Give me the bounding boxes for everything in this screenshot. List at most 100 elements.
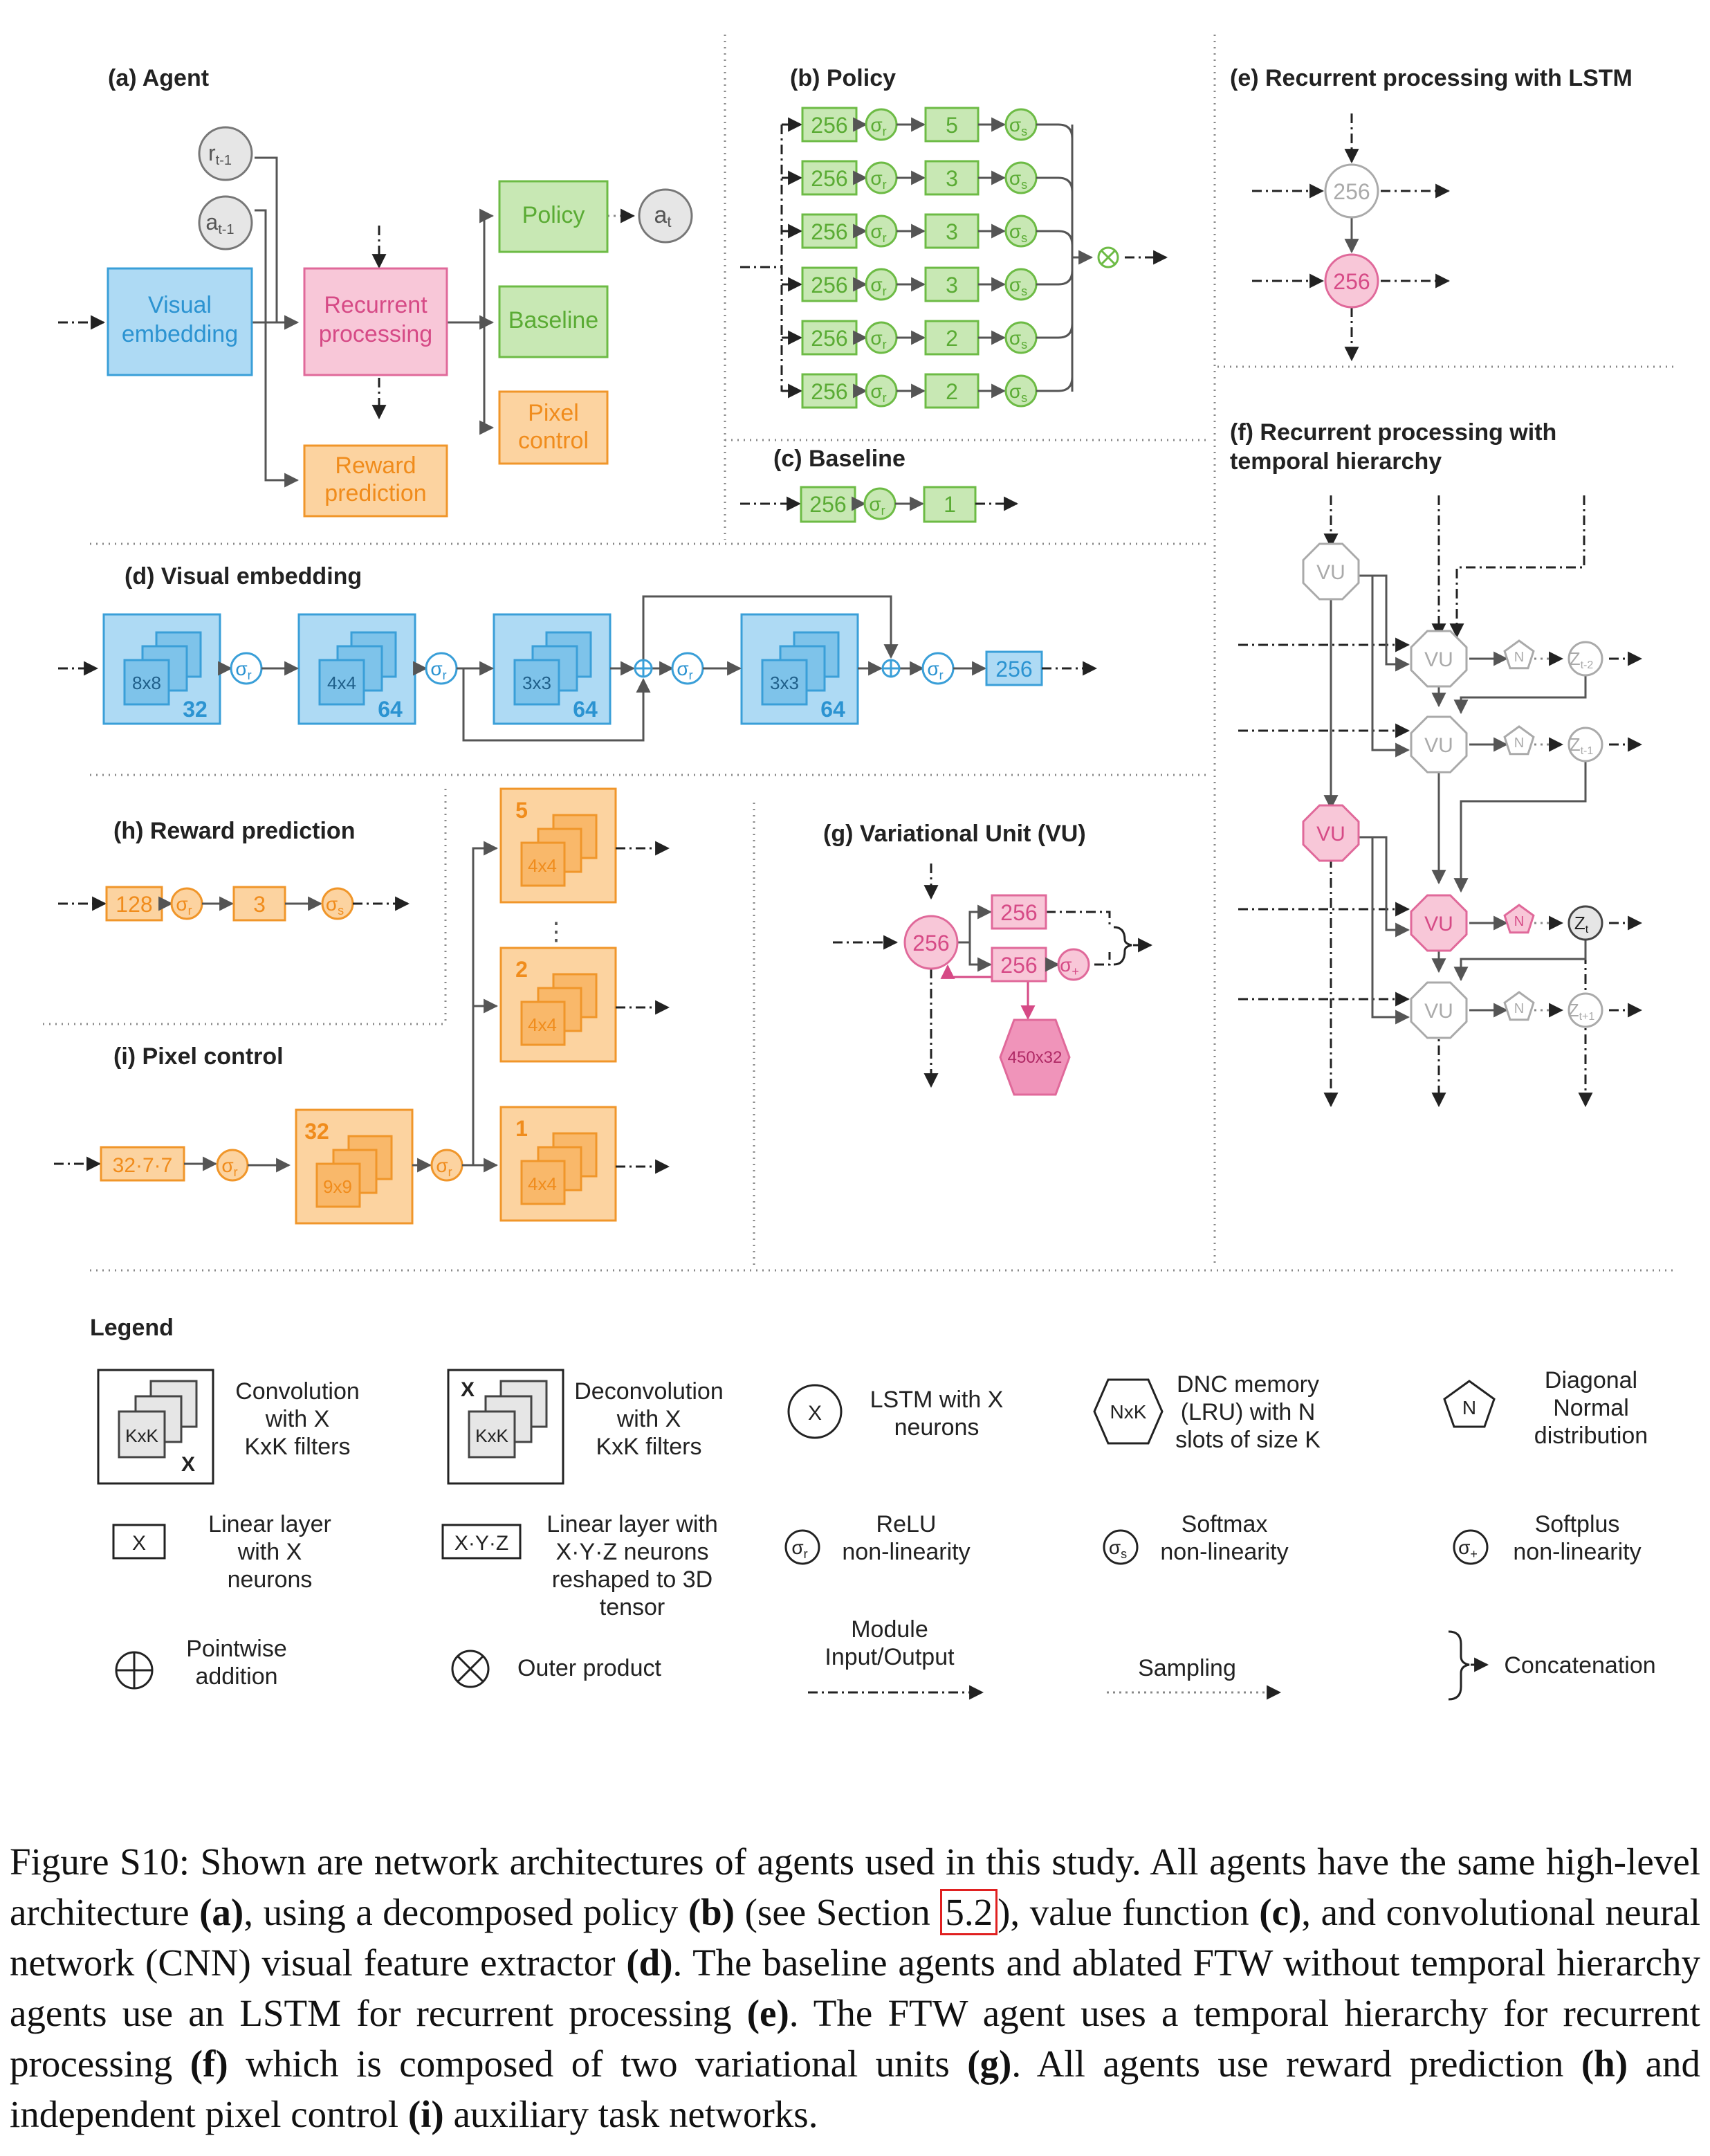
pixel-relu-2-sub: r xyxy=(448,1165,452,1179)
policy-label: Policy xyxy=(522,202,585,228)
visual-linear-256 xyxy=(985,650,1043,686)
baseline-panel: 256 σr 1 xyxy=(740,486,1019,523)
caption-ref-e: (e) xyxy=(746,1992,789,2034)
latent-z-label: Z xyxy=(1570,734,1581,755)
panel-title-policy: (b) Policy xyxy=(790,65,896,91)
policy-head-linear xyxy=(924,213,980,249)
pixel-control-block xyxy=(498,390,609,465)
policy-head-size: 3 xyxy=(946,219,958,244)
pixel-head-deconv-filters: 2 xyxy=(515,957,528,982)
legend-linear-line: neurons xyxy=(228,1566,313,1593)
lstm-bottom-label: 256 xyxy=(1333,269,1370,294)
legend-add-text: Pointwise addition xyxy=(186,1636,287,1690)
legend-conv-text: Convolution with X KxK filters xyxy=(235,1378,360,1460)
reward-prediction-block xyxy=(303,444,448,518)
lstm-top-node xyxy=(1324,163,1379,219)
policy-softmax-label: σ xyxy=(1009,167,1021,189)
normal-dist-node xyxy=(1503,639,1535,670)
visual-linear-256-label: 256 xyxy=(995,657,1032,682)
caption-text: . All agents use reward prediction xyxy=(1011,2043,1581,2085)
fast-vu-label: VU xyxy=(1424,913,1453,935)
action-output-sub: t xyxy=(667,213,671,230)
reward-linear-3 xyxy=(232,886,286,922)
policy-relu-label: σ xyxy=(870,327,882,349)
legend-io-line: Module xyxy=(851,1616,928,1643)
policy-head-size: 2 xyxy=(946,326,958,351)
normal-dist-label: N xyxy=(1514,1001,1524,1016)
reward-relu-label: σ xyxy=(176,893,187,915)
svg-text:Zt: Zt xyxy=(1574,913,1589,935)
svg-text:σr: σr xyxy=(870,167,886,192)
svg-text:at: at xyxy=(654,202,671,230)
vu-panel: 256 256 256 σ+ 450x32 xyxy=(833,864,1153,1096)
latent-z-node xyxy=(1568,641,1603,677)
policy-softmax-label: σ xyxy=(1009,221,1021,242)
lstm-panel: 256 256 xyxy=(1252,113,1451,362)
legend-linear3d-line: X·Y·Z neurons xyxy=(555,1539,708,1565)
legend-deconv-x: X xyxy=(461,1378,475,1401)
legend-relu-sub: r xyxy=(804,1547,808,1561)
latent-z-node xyxy=(1568,727,1603,762)
svg-text:σr: σr xyxy=(436,1155,452,1179)
policy-linear-256-label: 256 xyxy=(811,219,847,244)
policy-head-linear xyxy=(924,107,980,143)
policy-head-linear xyxy=(924,320,980,356)
reward-softmax-sub: s xyxy=(338,904,344,917)
legend-deconv-line: Deconvolution xyxy=(574,1378,723,1405)
legend-deconv-symbol: KxK X xyxy=(461,1378,548,1459)
pixel-relu-1-label: σ xyxy=(221,1155,233,1176)
caption-text: and independent pixel control xyxy=(10,2043,1700,2135)
legend-dnc-line: DNC memory xyxy=(1177,1371,1319,1398)
policy-linear-256-label: 256 xyxy=(811,166,847,191)
policy-linear-256-label: 256 xyxy=(811,326,847,351)
policy-softmax-sub: s xyxy=(1021,284,1027,298)
prev-action-sub: t-1 xyxy=(218,222,234,237)
policy-relu-label: σ xyxy=(870,274,882,295)
legend-softmax-sigma: σ xyxy=(1109,1537,1121,1558)
visual-relu-label: σ xyxy=(430,658,442,679)
recurrent-label-2: processing xyxy=(319,321,432,347)
vu-softplus-sub: + xyxy=(1072,965,1079,978)
legend-softmax-text: Softmax non-linearity xyxy=(1160,1511,1288,1565)
policy-softmax-sub: s xyxy=(1021,338,1027,351)
legend-add-line: Pointwise xyxy=(186,1636,287,1662)
policy-head-size: 3 xyxy=(946,166,958,191)
svg-text:σs: σs xyxy=(1009,114,1027,138)
pixel-relu-1-sub: r xyxy=(234,1165,238,1179)
policy-relu-label: σ xyxy=(870,167,882,189)
legend-softmax-sub: s xyxy=(1121,1547,1127,1561)
vu-mean-linear xyxy=(991,894,1047,930)
visual-relu-sub: r xyxy=(248,668,252,682)
legend-deconv-line: with X xyxy=(616,1406,681,1432)
visual-relu-label: σ xyxy=(927,658,939,679)
caption-ref-d: (d) xyxy=(626,1942,673,1984)
policy-head-linear xyxy=(924,160,980,196)
conv-filters-label: 64 xyxy=(378,697,403,722)
svg-text:σr: σr xyxy=(870,114,886,138)
svg-text:σr: σr xyxy=(791,1537,807,1561)
fast-vu xyxy=(1410,715,1468,774)
latent-z-sub: t-2 xyxy=(1581,659,1594,671)
panel-title-vu: (g) Variational Unit (VU) xyxy=(823,821,1086,847)
section-link[interactable]: 5.2 xyxy=(940,1889,998,1935)
reward-relu-sub: r xyxy=(188,904,192,917)
baseline-linear-256-label: 256 xyxy=(809,492,846,517)
slow-vu-bottom-label: VU xyxy=(1316,823,1345,846)
legend-softplus-symbol xyxy=(1453,1529,1489,1565)
latent-z-sub: t xyxy=(1585,924,1589,935)
svg-text:σs: σs xyxy=(1009,381,1027,405)
legend-normal-line: distribution xyxy=(1534,1423,1648,1449)
policy-relu-sub: r xyxy=(883,391,887,405)
legend-normal-line: Normal xyxy=(1553,1395,1629,1421)
conv-filters-label: 64 xyxy=(820,697,845,722)
conv-filters-label: 64 xyxy=(573,697,598,722)
caption-ref-b: (b) xyxy=(688,1891,735,1933)
visual-relu-label: σ xyxy=(235,658,247,679)
recurrent-processing-block xyxy=(303,267,448,376)
legend-deconv-line: KxK filters xyxy=(596,1434,701,1460)
caption-text: Shown are network architectures of agent… xyxy=(10,1840,1701,1933)
normal-dist-node xyxy=(1503,991,1535,1021)
policy-head-linear xyxy=(924,373,980,409)
legend-lstm-text: LSTM with X neurons xyxy=(870,1387,1004,1441)
